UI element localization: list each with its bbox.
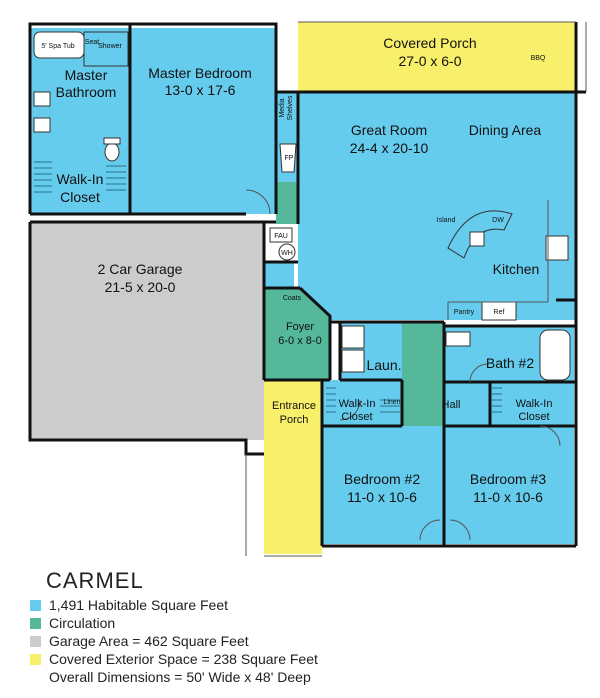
kitchen-label: Kitchen: [493, 261, 540, 277]
great-room-area: [298, 92, 576, 320]
bedroom3-size: 11-0 x 10-6: [473, 489, 543, 505]
legend-row-habitable: 1,491 Habitable Square Feet: [30, 596, 590, 614]
floor-plan: 5' Spa Tub Seat Shower Master Bathroom M…: [28, 21, 587, 557]
shower-label: Shower: [98, 43, 122, 50]
legend-swatch-circulation: [30, 617, 41, 629]
wh-label: WH: [281, 250, 293, 257]
entrance-porch-line1: Entrance: [272, 400, 316, 412]
bedroom2-size: 11-0 x 10-6: [347, 489, 417, 505]
hall-nook-area: [276, 182, 298, 224]
bath2-tub: [539, 329, 571, 381]
legend-text-garage: Garage Area = 462 Square Feet: [49, 633, 249, 649]
covered-porch-area: [298, 22, 576, 92]
legend-row-circulation: Circulation: [30, 614, 590, 632]
dining-area-label: Dining Area: [469, 122, 542, 138]
toilet-tank: [103, 137, 121, 145]
linen-label: Linen: [383, 399, 400, 406]
sink-left-fixture: [33, 91, 51, 107]
kitchen-sink: [469, 231, 485, 247]
spa-tub-label: 5' Spa Tub: [41, 43, 74, 50]
legend-swatch-exterior: [30, 653, 41, 665]
room-labels: 5' Spa Tub Seat Shower Master Bathroom M…: [41, 35, 552, 505]
walkin-closet-3-area: [444, 382, 574, 426]
seat-label: Seat: [85, 39, 99, 46]
legend-row-exterior: Covered Exterior Space = 238 Square Feet: [30, 650, 590, 668]
covered-porch-size: 27-0 x 6-0: [398, 53, 461, 69]
foyer-size: 6-0 x 8-0: [278, 335, 321, 347]
water-heater-fixture: [278, 243, 296, 261]
bedroom3-area: [444, 426, 574, 544]
coats-label: Coats: [283, 295, 302, 302]
thin-lines: [245, 21, 587, 557]
sink-right-fixture: [33, 117, 51, 133]
legend-text-circulation: Circulation: [49, 615, 116, 631]
walls: [28, 22, 586, 548]
dryer-fixture: [341, 349, 365, 373]
closet2-line1: Walk-In: [339, 398, 376, 410]
entrance-porch-top: [264, 380, 322, 404]
washer-fixture: [341, 325, 365, 349]
coats-area: [264, 262, 294, 288]
closet2-line2: Closet: [341, 411, 372, 423]
bedroom2-area: [322, 426, 444, 544]
media-label: Media: [279, 98, 286, 117]
legend-swatch-garage: [30, 635, 41, 647]
foyer-area: [264, 288, 330, 380]
legend-row-garage: Garage Area = 462 Square Feet: [30, 632, 590, 650]
bbq-label: BBQ: [531, 55, 546, 62]
master-bedroom-name: Master Bedroom: [148, 65, 251, 81]
bedroom2-name: Bedroom #2: [344, 471, 420, 487]
dw-label: DW: [492, 217, 504, 224]
range-fixture: [545, 235, 569, 261]
great-room-size: 24-4 x 20-10: [350, 140, 429, 156]
closet-shelving: [34, 161, 502, 413]
legend-text-dimensions: Overall Dimensions = 50' Wide x 48' Deep: [49, 669, 311, 685]
legend-row-dimensions: Overall Dimensions = 50' Wide x 48' Deep: [30, 668, 590, 686]
legend-swatch-dimensions: [30, 672, 41, 683]
fau-fixture: [269, 227, 293, 243]
shelves-label: Shelves: [287, 95, 294, 120]
hall-area: [402, 322, 444, 426]
foyer-name: Foyer: [286, 321, 314, 333]
garage-size: 21-5 x 20-0: [105, 279, 176, 295]
master-bedroom-area: [130, 28, 276, 214]
fixtures: [33, 31, 571, 381]
fau-label: FAU: [274, 233, 288, 240]
legend-text-exterior: Covered Exterior Space = 238 Square Feet: [49, 651, 318, 667]
great-room-name: Great Room: [351, 122, 427, 138]
room-fills: [30, 22, 576, 554]
plan-title: CARMEL: [46, 568, 144, 593]
master-closet-line2: Closet: [60, 189, 100, 205]
legend-text-habitable: 1,491 Habitable Square Feet: [49, 597, 229, 613]
island-label: Island: [437, 217, 456, 224]
master-closet-line1: Walk-In: [57, 171, 104, 187]
bath2-label: Bath #2: [486, 355, 534, 371]
closet3-line1: Walk-In: [516, 398, 553, 410]
master-bath-line2: Bathroom: [56, 84, 117, 100]
master-bedroom-size: 13-0 x 17-6: [165, 82, 236, 98]
legend-swatch-habitable: [30, 599, 41, 611]
laundry-label: Laun.: [366, 357, 401, 373]
master-bath-line1: Master: [65, 67, 108, 83]
ref-label: Ref: [494, 309, 505, 316]
bath2-sink: [445, 331, 471, 347]
pantry-label: Pantry: [454, 309, 475, 316]
fireplace-label: FP: [285, 155, 294, 162]
hall-label: Hall: [442, 399, 461, 411]
bedroom3-name: Bedroom #3: [470, 471, 546, 487]
garage-name: 2 Car Garage: [98, 261, 183, 277]
closet3-line2: Closet: [518, 411, 549, 423]
covered-porch-name: Covered Porch: [383, 35, 476, 51]
entrance-porch-area: [264, 380, 322, 554]
garage-area: [30, 222, 264, 440]
shower-fixture: [83, 31, 129, 67]
legend: CARMEL 1,491 Habitable Square Feet Circu…: [30, 568, 590, 686]
toilet-fixture: [104, 142, 120, 162]
entrance-porch-line2: Porch: [280, 414, 309, 426]
fireplace-fixture: [279, 143, 297, 173]
